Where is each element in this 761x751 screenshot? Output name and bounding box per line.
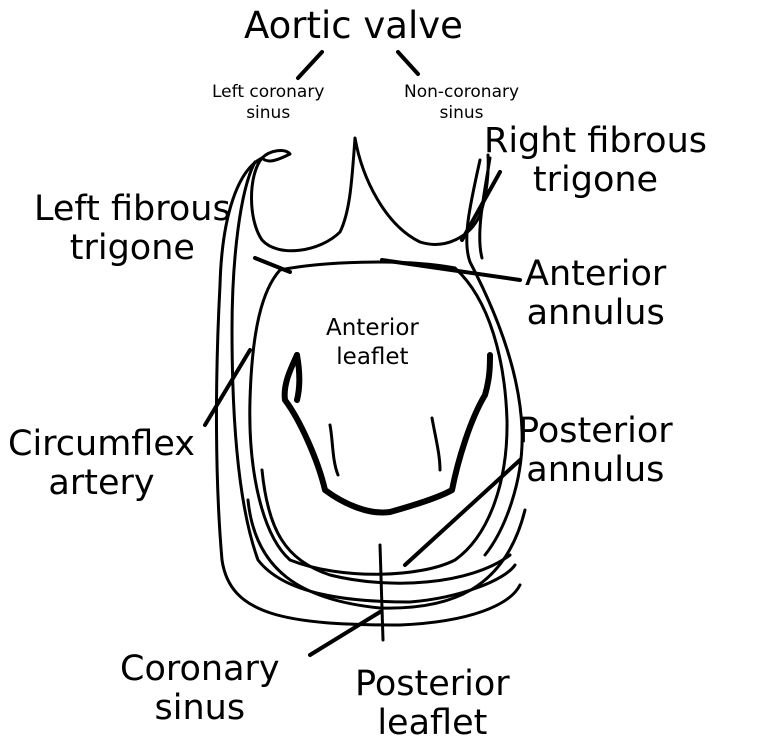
posterior-leaflet-label: Posterior leaflet [355,665,510,743]
leader-non-coronary-sinus [398,52,418,74]
anterior-leaflet-label: Anterior leaflet [326,314,419,372]
leader-left-fibrous-trigone [255,258,290,272]
aortic-valve-label: Aortic valve [244,5,463,46]
anterior-annulus-ring [250,262,507,574]
left-coronary-cusp-tip [262,151,290,161]
left-fibrous-trigone-label: Left fibrous trigone [34,190,231,268]
leader-posterior-annulus [405,460,520,565]
leader-left-coronary-sinus [298,52,322,78]
left-coronary-sinus-label: Left coronary sinus [212,82,324,125]
outer-wall-outline [216,158,520,625]
anterior-leaflet-left-fold [330,425,338,475]
posterior-annulus-label: Posterior annulus [518,412,673,490]
coronary-sinus-label: Coronary sinus [120,650,280,728]
non-coronary-sinus-label: Non-coronary sinus [404,82,519,125]
posterior-annulus-ring [262,470,510,583]
anterior-leaflet-right-fold [432,418,440,470]
leader-circumflex-artery [205,350,250,425]
circumflex-artery-label: Circumflex artery [8,425,195,503]
coronary-sinus-ring [248,500,525,608]
leader-anterior-annulus [382,260,520,280]
right-fibrous-trigone-label: Right fibrous trigone [484,122,707,200]
anterior-leaflet-edge [285,355,490,513]
anterior-leaflet-chordal-mark-left [297,355,299,400]
leader-coronary-sinus [310,612,380,655]
anterior-annulus-label: Anterior annulus [525,255,666,333]
